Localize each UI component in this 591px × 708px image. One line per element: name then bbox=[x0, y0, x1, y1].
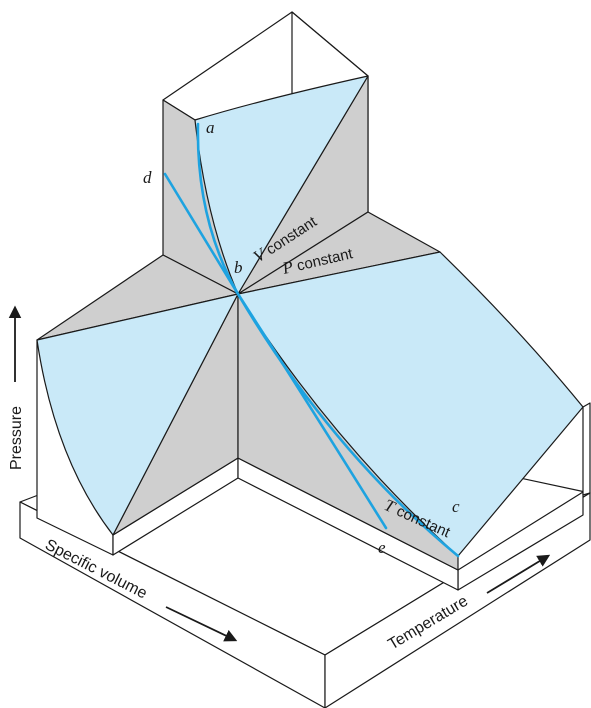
right-block-end-face bbox=[582, 402, 591, 496]
point-e-label: e bbox=[378, 538, 386, 557]
blue-face-left bbox=[36, 293, 239, 536]
base-plate-left-side bbox=[19, 501, 326, 708]
point-a-label: a bbox=[206, 118, 215, 137]
temperature-axis-arrow bbox=[486, 554, 551, 594]
blue-face-upper bbox=[194, 75, 369, 295]
line-d-b-e bbox=[163, 172, 388, 530]
point-b-label: b bbox=[234, 258, 243, 277]
specific-volume-axis-arrow bbox=[165, 606, 238, 642]
point-d-label: d bbox=[143, 168, 152, 187]
pressure-axis-label: Pressure bbox=[8, 406, 25, 470]
point-c-label: c bbox=[452, 497, 460, 516]
